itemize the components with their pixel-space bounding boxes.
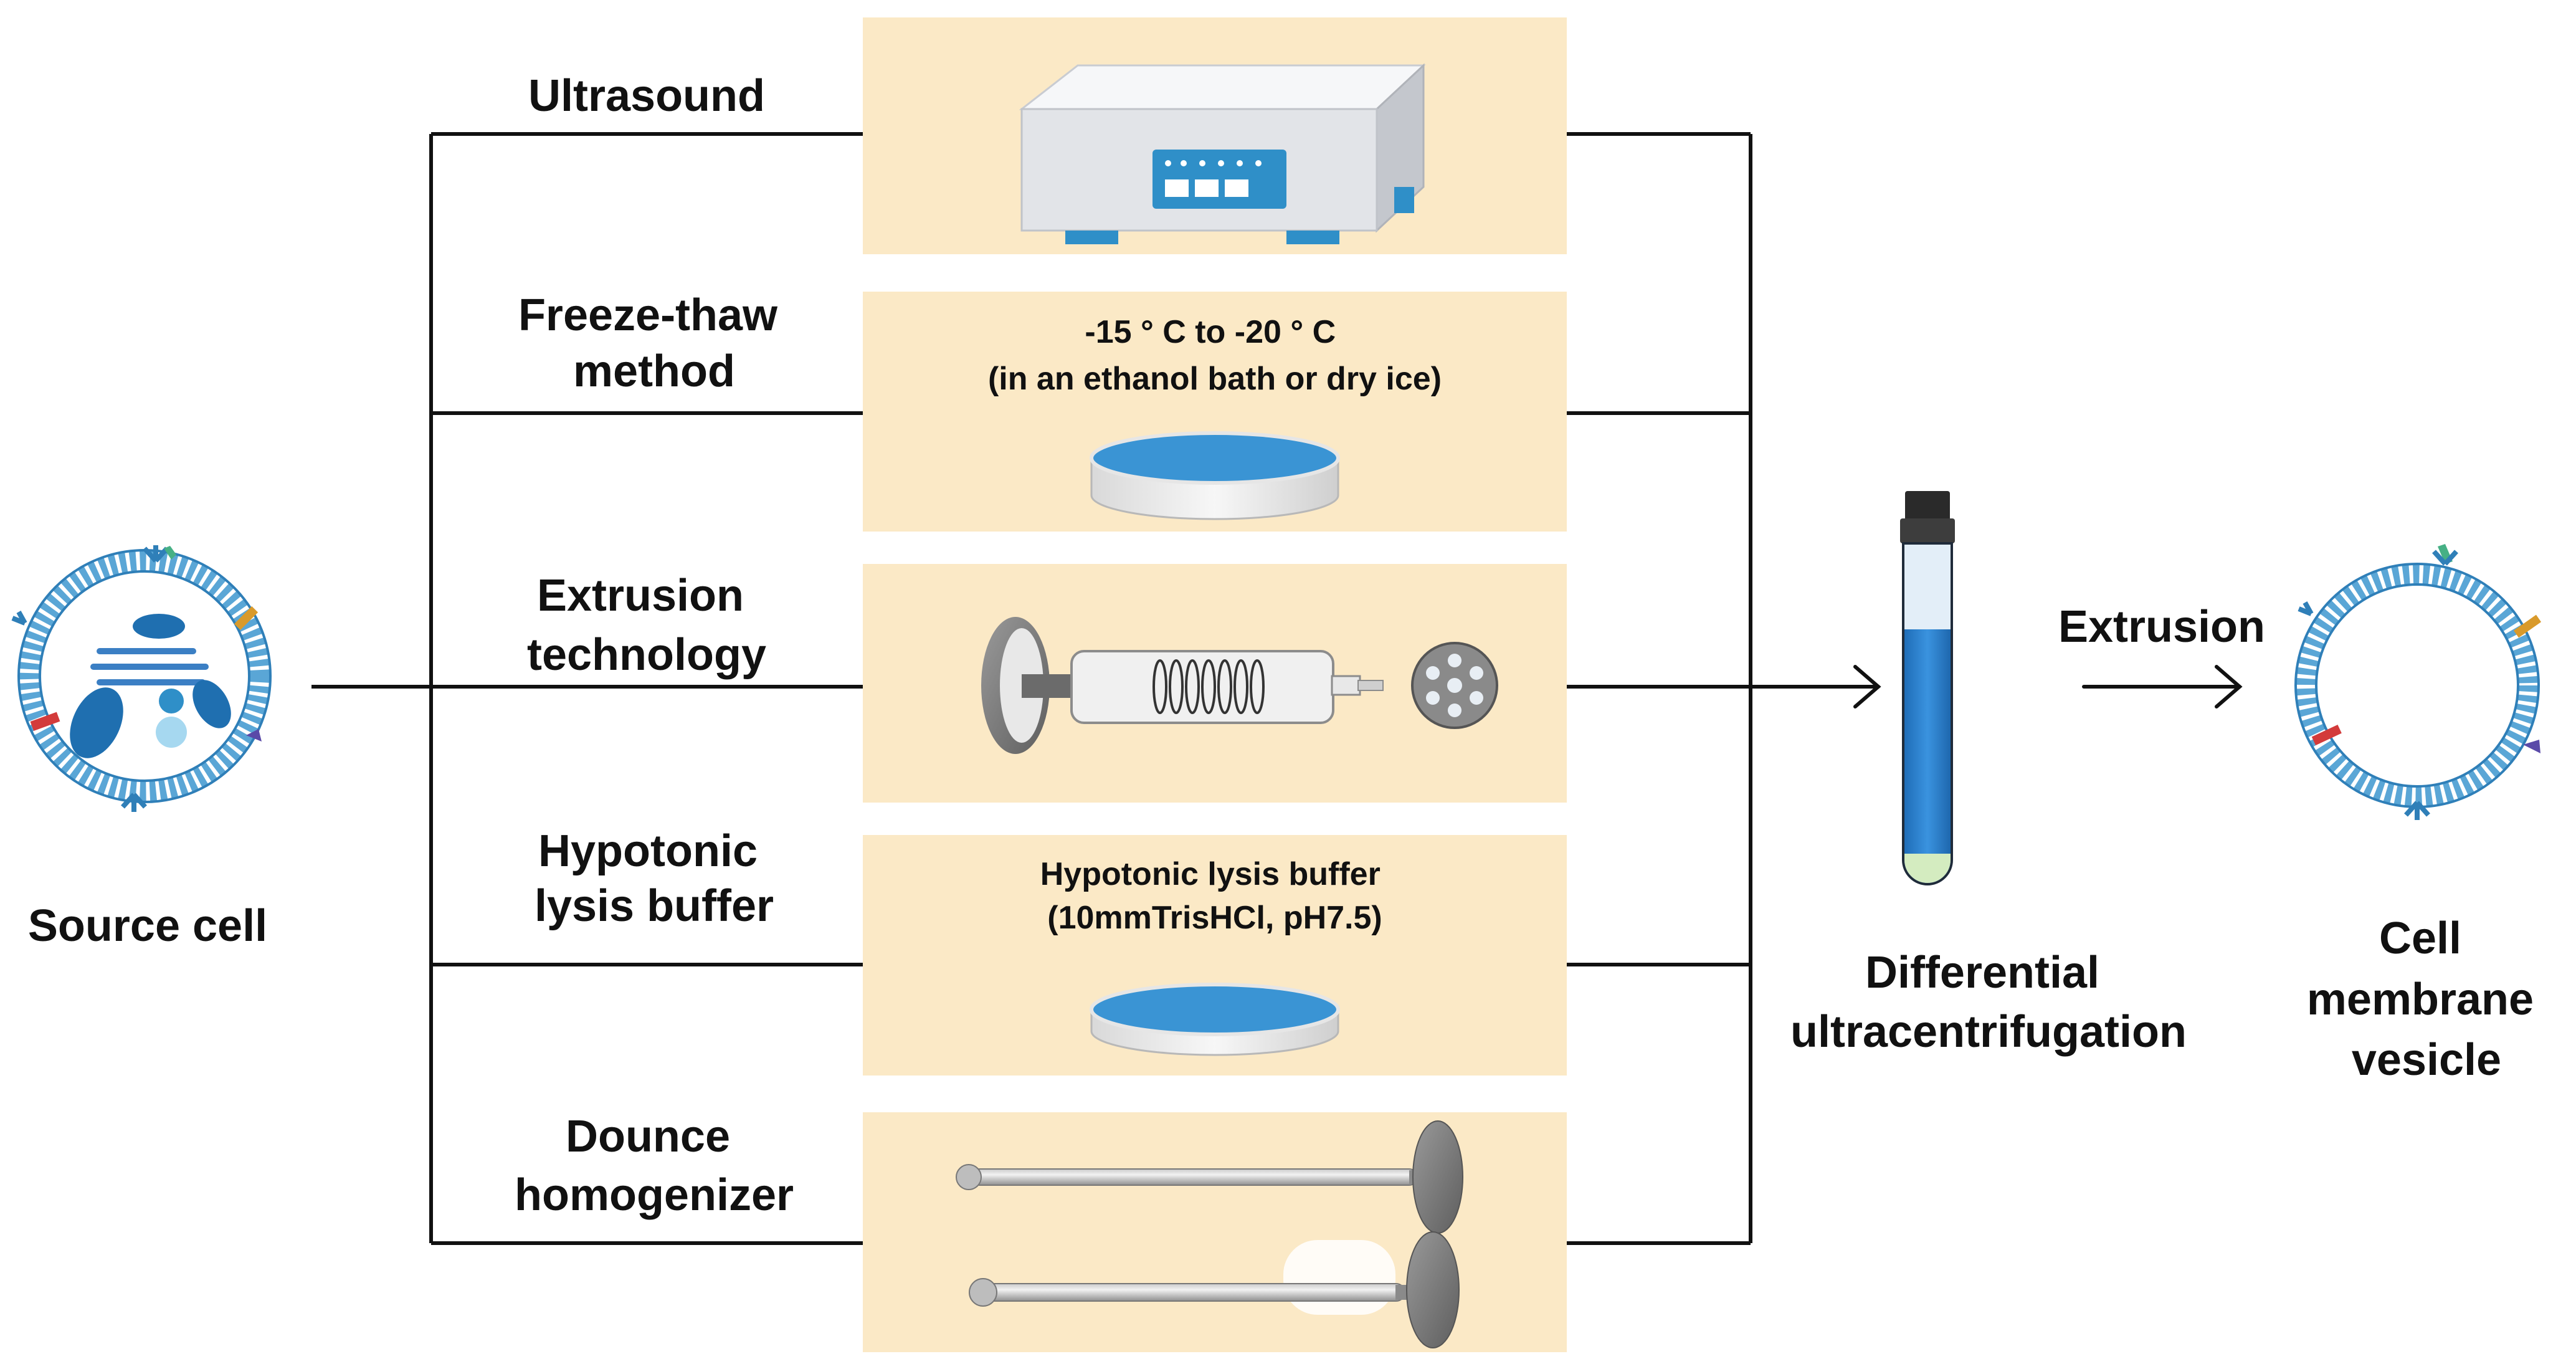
dounce-homogenizer-label: Dounce homogenizer xyxy=(515,1112,794,1220)
cell-icon xyxy=(11,545,272,812)
hypotonic-buffer-note: Hypotonic lysis buffer (10mmTrisHCl, pH7… xyxy=(1040,856,1390,936)
arrow-icon xyxy=(1565,665,1881,708)
sonicator-icon xyxy=(1019,63,1426,244)
petri-dish-icon xyxy=(1090,431,1340,520)
centrifuge-tube-icon xyxy=(1900,491,1955,885)
dounce-pestle-icon xyxy=(969,1231,1460,1348)
freeze-thaw-label: Freeze-thaw method xyxy=(518,290,790,396)
differential-ultracentrifugation-label: Differential ultracentrifugation xyxy=(1790,948,2187,1057)
filter-membrane-icon xyxy=(1411,642,1498,729)
method-panels xyxy=(863,17,1567,1352)
syringe-icon xyxy=(981,617,1384,754)
arrow-icon xyxy=(2082,665,2243,708)
extrusion-technology-label: Extrusion technology xyxy=(527,571,766,680)
membrane-vesicle-icon xyxy=(2294,544,2542,820)
source-cell-label: Source cell xyxy=(28,901,267,951)
freeze-thaw-temperature-note: -15 ° C to -20 ° C (in an ethanol bath o… xyxy=(988,314,1442,397)
hypotonic-lysis-label: Hypotonic lysis buffer xyxy=(535,826,774,931)
extrusion-step-label: Extrusion xyxy=(2058,602,2265,652)
dounce-panel xyxy=(863,1112,1567,1352)
petri-dish-icon xyxy=(1090,983,1340,1056)
ultrasound-label: Ultrasound xyxy=(528,71,765,121)
cell-membrane-vesicle-label: Cell membrane vesicle xyxy=(2307,913,2546,1085)
